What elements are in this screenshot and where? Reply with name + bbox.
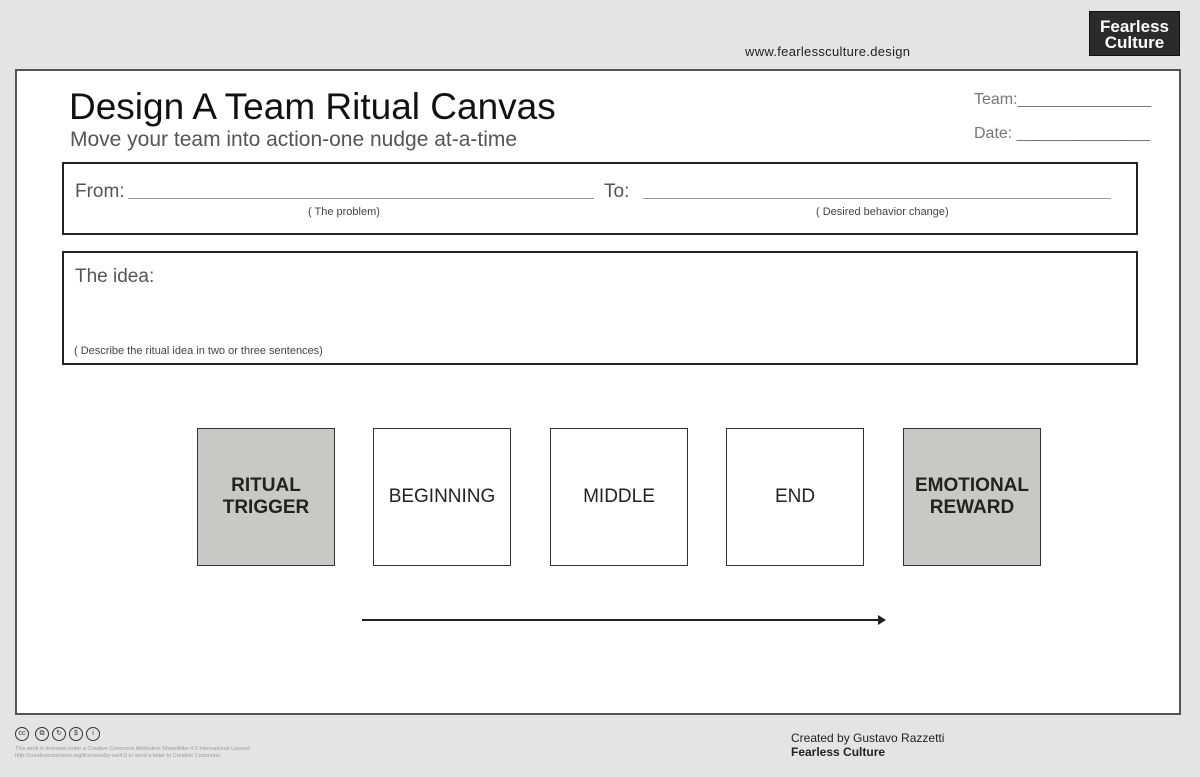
share-alike-icon: ↻: [52, 727, 66, 741]
from-hint: ( The problem): [308, 206, 380, 218]
idea-box[interactable]: [62, 251, 1138, 365]
idea-hint: ( Describe the ritual idea in two or thr…: [74, 345, 323, 357]
to-input-line[interactable]: [643, 198, 1111, 199]
cc-icon: cc: [15, 727, 29, 741]
step-label: BEGINNING: [388, 486, 496, 507]
brand-name: Fearless Culture: [791, 745, 886, 759]
step-emotional-reward[interactable]: EMOTIONAL REWARD: [903, 428, 1041, 566]
page-subtitle: Move your team into action-one nudge at-…: [70, 128, 518, 151]
step-middle[interactable]: MIDDLE: [550, 428, 688, 566]
step-beginning[interactable]: BEGINNING: [373, 428, 511, 566]
copy-icon: ⧉: [35, 727, 49, 741]
website-url[interactable]: www.fearlessculture.design: [745, 44, 911, 59]
noncommercial-icon: $: [69, 727, 83, 741]
license-text: This work is licensed under a Creative C…: [15, 746, 251, 752]
created-by: Created by Gustavo Razzetti: [791, 731, 945, 745]
date-field[interactable]: Date: _______________: [974, 125, 1151, 142]
step-label: EMOTIONAL REWARD: [915, 475, 1029, 518]
step-label: RITUAL TRIGGER: [222, 475, 310, 518]
arrow-right-icon: [878, 615, 886, 625]
from-label: From:: [75, 181, 125, 202]
flow-arrow-line: [362, 619, 882, 621]
attribution-icon: i: [86, 727, 100, 741]
step-end[interactable]: END: [726, 428, 864, 566]
license-link[interactable]: http://creativecommons.org/licenses/by-s…: [15, 753, 222, 759]
fearless-culture-logo: Fearless Culture: [1089, 11, 1180, 56]
step-label: END: [774, 486, 816, 507]
step-label: MIDDLE: [583, 486, 655, 507]
logo-line-2: Culture: [1104, 33, 1165, 52]
to-label: To:: [604, 181, 630, 202]
to-hint: ( Desired behavior change): [816, 206, 949, 218]
idea-label: The idea:: [75, 266, 155, 287]
logo-line-1: Fearless: [1100, 17, 1169, 36]
step-ritual-trigger[interactable]: RITUAL TRIGGER: [197, 428, 335, 566]
page-title: Design A Team Ritual Canvas: [69, 86, 556, 127]
from-input-line[interactable]: [128, 198, 594, 199]
team-field[interactable]: Team:_______________: [974, 91, 1152, 108]
